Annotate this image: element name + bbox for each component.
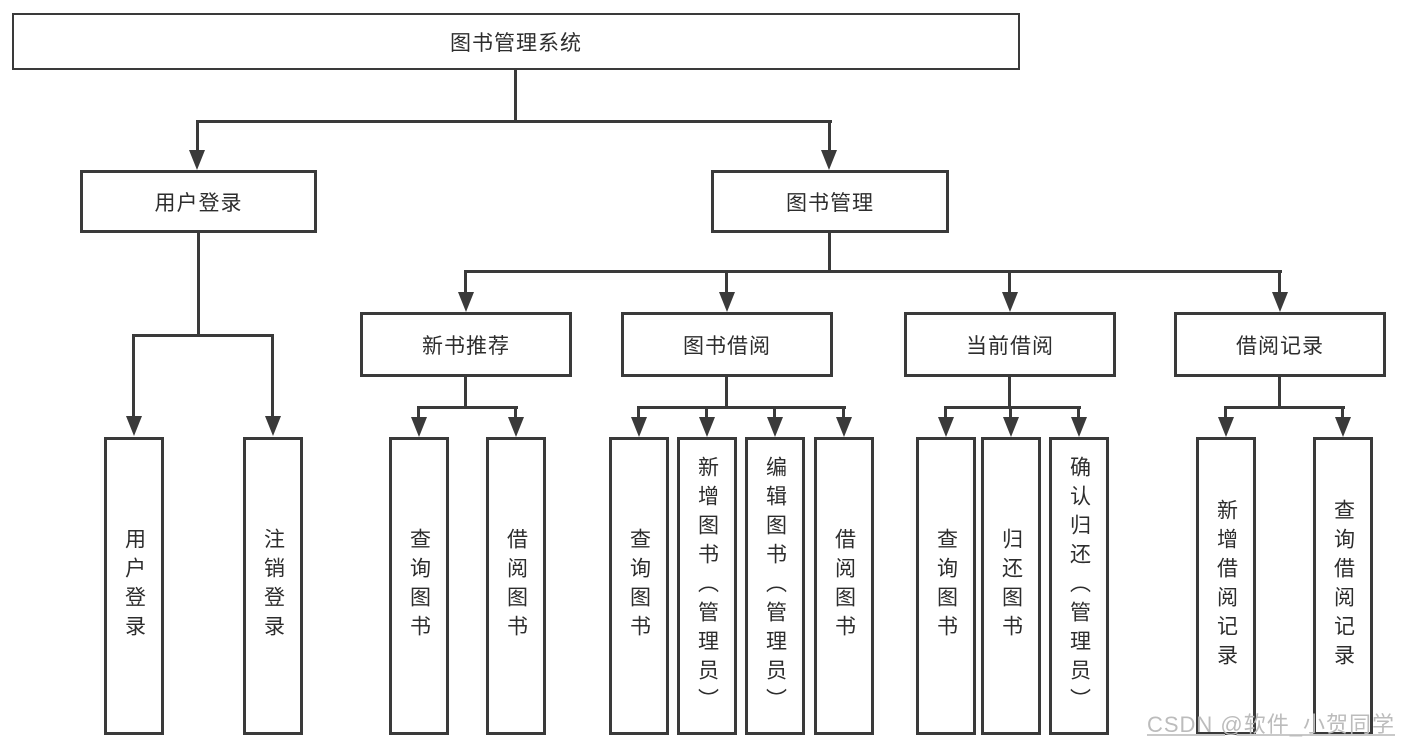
node-records: 借阅记录 (1174, 312, 1386, 377)
connector-mgmt-drop-3 (1008, 270, 1011, 294)
arrowhead-current-leaf-1 (938, 417, 954, 437)
leaf-current-confirm-label: 确认归还（管理员） (1067, 455, 1091, 717)
node-new-books: 新书推荐 (360, 312, 572, 377)
connector-records-crossbar (1224, 406, 1345, 409)
connector-borrowing-crossbar (637, 406, 846, 409)
connector-root-stem (514, 70, 517, 122)
arrowhead-current (1002, 292, 1018, 312)
connector-newbooks-stem (464, 377, 467, 408)
connector-mgmt-drop-4 (1278, 270, 1281, 294)
arrowhead-login-leaf-1 (126, 416, 142, 436)
connector-current-drop-3 (1077, 406, 1080, 419)
leaf-current-return: 归还图书 (981, 437, 1041, 735)
leaf-records-query: 查询借阅记录 (1313, 437, 1373, 735)
connector-records-stem (1278, 377, 1281, 408)
leaf-current-return-label: 归还图书 (999, 528, 1023, 644)
connector-records-drop-2 (1341, 406, 1344, 419)
leaf-borrowing-query-label: 查询图书 (627, 528, 651, 644)
node-borrowing-label: 图书借阅 (683, 334, 771, 358)
connector-newbooks-drop-2 (514, 406, 517, 419)
leaf-records-add-label: 新增借阅记录 (1214, 499, 1238, 673)
connector-root-drop-right (828, 120, 831, 152)
connector-borrowing-stem (725, 377, 728, 408)
node-current: 当前借阅 (904, 312, 1116, 377)
arrowhead-current-leaf-3 (1071, 417, 1087, 437)
connector-borrowing-drop-4 (842, 406, 845, 419)
arrowhead-new-books (458, 292, 474, 312)
node-user-login: 用户登录 (80, 170, 317, 233)
connector-root-drop-left (196, 120, 199, 152)
leaf-borrowing-edit-label: 编辑图书（管理员） (763, 455, 787, 717)
arrowhead-records-leaf-1 (1218, 417, 1234, 437)
node-book-mgmt-label: 图书管理 (786, 191, 874, 215)
node-new-books-label: 新书推荐 (422, 334, 510, 358)
connector-mgmt-drop-1 (464, 270, 467, 294)
node-borrowing: 图书借阅 (621, 312, 833, 377)
connector-login-drop-1 (132, 334, 135, 418)
connector-current-stem (1008, 377, 1011, 408)
leaf-borrowing-query: 查询图书 (609, 437, 669, 735)
connector-current-drop-1 (944, 406, 947, 419)
arrowhead-borrowing-leaf-1 (631, 417, 647, 437)
connector-login-crossbar (132, 334, 274, 337)
leaf-logout-label: 注销登录 (261, 528, 285, 644)
node-records-label: 借阅记录 (1236, 334, 1324, 358)
connector-newbooks-crossbar (417, 406, 518, 409)
leaf-user-login: 用户登录 (104, 437, 164, 735)
connector-current-drop-2 (1009, 406, 1012, 419)
leaf-records-query-label: 查询借阅记录 (1331, 499, 1355, 673)
arrowhead-newbooks-leaf-2 (508, 417, 524, 437)
leaf-borrowing-borrow-label: 借阅图书 (832, 528, 856, 644)
arrowhead-borrowing (719, 292, 735, 312)
connector-login-stem (197, 233, 200, 336)
leaf-newbooks-query: 查询图书 (389, 437, 449, 735)
arrowhead-borrowing-leaf-3 (767, 417, 783, 437)
node-book-mgmt: 图书管理 (711, 170, 949, 233)
connector-current-crossbar (944, 406, 1081, 409)
leaf-borrowing-edit: 编辑图书（管理员） (745, 437, 805, 735)
connector-borrowing-drop-2 (705, 406, 708, 419)
leaf-user-login-label: 用户登录 (122, 528, 146, 644)
arrowhead-borrowing-leaf-4 (836, 417, 852, 437)
arrowhead-borrowing-leaf-2 (699, 417, 715, 437)
connector-mgmt-drop-2 (725, 270, 728, 294)
node-library-system-label: 图书管理系统 (450, 31, 582, 55)
connector-login-drop-2 (271, 334, 274, 418)
connector-borrowing-drop-1 (637, 406, 640, 419)
arrowhead-current-leaf-2 (1003, 417, 1019, 437)
connector-borrowing-drop-3 (773, 406, 776, 419)
arrowhead-newbooks-leaf-1 (411, 417, 427, 437)
node-library-system: 图书管理系统 (12, 13, 1020, 70)
connector-mgmt-crossbar (464, 270, 1282, 273)
arrowhead-records (1272, 292, 1288, 312)
arrowhead-login-leaf-2 (265, 416, 281, 436)
leaf-newbooks-borrow-label: 借阅图书 (504, 528, 528, 644)
node-current-label: 当前借阅 (966, 334, 1054, 358)
node-user-login-label: 用户登录 (154, 191, 243, 215)
leaf-borrowing-borrow: 借阅图书 (814, 437, 874, 735)
connector-newbooks-drop-1 (417, 406, 420, 419)
connector-root-crossbar (196, 120, 832, 123)
leaf-current-query-label: 查询图书 (934, 528, 958, 644)
leaf-records-add: 新增借阅记录 (1196, 437, 1256, 735)
arrowhead-book-mgmt (821, 150, 837, 170)
leaf-borrowing-add-label: 新增图书（管理员） (695, 455, 719, 717)
leaf-newbooks-borrow: 借阅图书 (486, 437, 546, 735)
connector-mgmt-stem (828, 233, 831, 272)
arrowhead-records-leaf-2 (1335, 417, 1351, 437)
leaf-logout: 注销登录 (243, 437, 303, 735)
connector-records-drop-1 (1224, 406, 1227, 419)
leaf-current-confirm: 确认归还（管理员） (1049, 437, 1109, 735)
leaf-newbooks-query-label: 查询图书 (407, 528, 431, 644)
arrowhead-user-login (189, 150, 205, 170)
leaf-borrowing-add: 新增图书（管理员） (677, 437, 737, 735)
leaf-current-query: 查询图书 (916, 437, 976, 735)
